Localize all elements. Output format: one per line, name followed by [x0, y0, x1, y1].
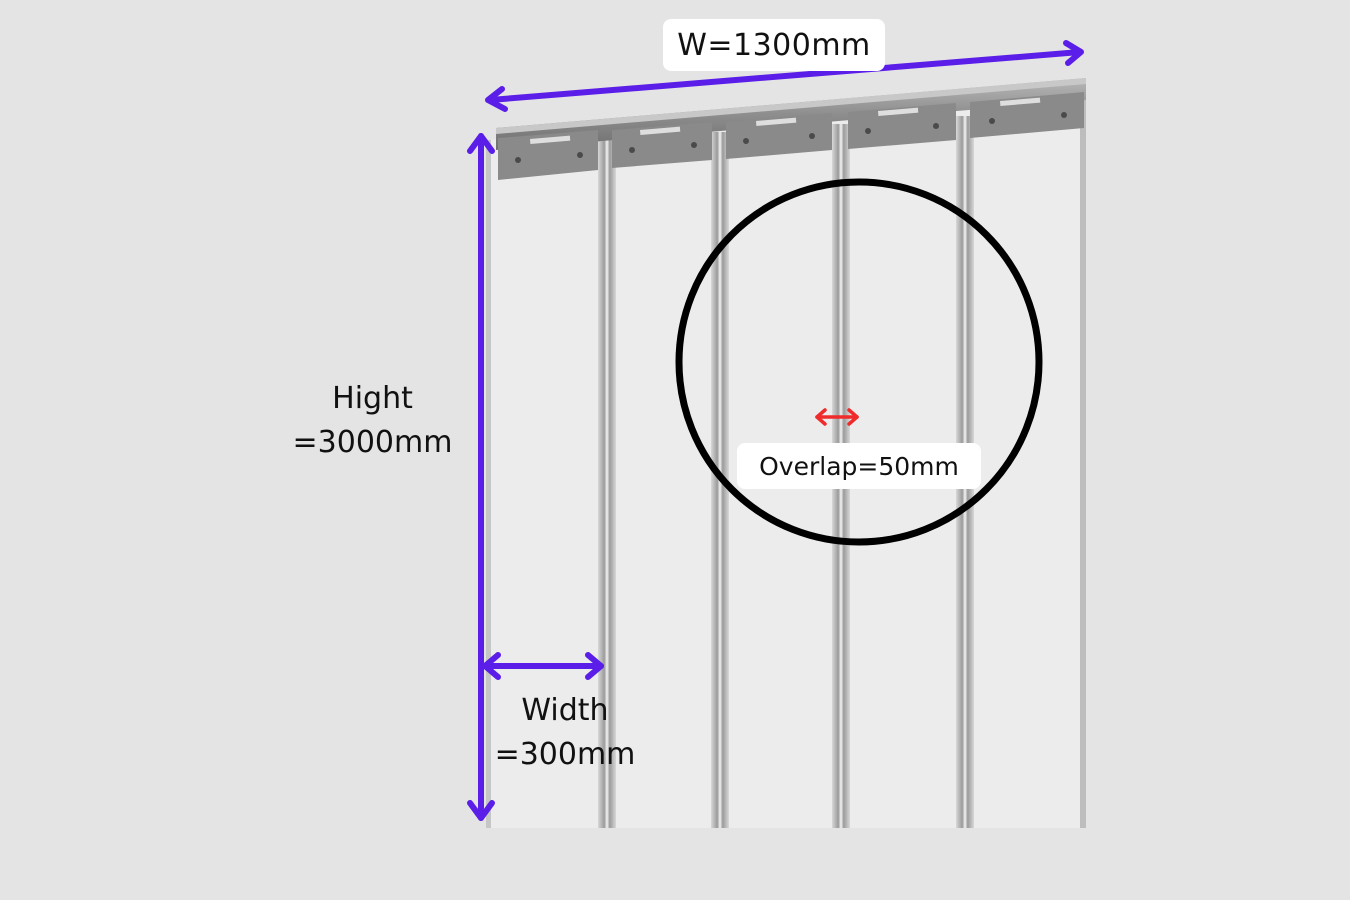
rail-bolt	[865, 128, 871, 134]
arrowhead-up	[467, 133, 495, 154]
arrowhead-down	[467, 800, 495, 821]
rail-slot	[756, 117, 797, 126]
hanger-plate	[612, 122, 712, 168]
rail-bolt	[989, 118, 995, 124]
height-label-line-2: =3000mm	[292, 425, 453, 460]
total-width-text: W=1300mm	[677, 27, 871, 63]
arrowhead-right	[1063, 40, 1084, 66]
hanger-plate	[498, 130, 598, 180]
arrowhead-left	[485, 86, 508, 112]
hanger-plate	[970, 92, 1084, 138]
hanger-rail	[496, 78, 1086, 180]
rail-bolt	[743, 138, 749, 144]
overlap-highlight-circle	[675, 178, 1043, 546]
rail-slot	[878, 107, 919, 116]
hanger-plate	[848, 103, 956, 149]
rail-bolt	[629, 147, 635, 153]
rail-top-edge	[496, 78, 1086, 134]
rail-slot	[640, 126, 681, 135]
strip-edge	[486, 140, 491, 828]
arrowhead-right	[585, 652, 604, 680]
strip-width-label-line-2: =300mm	[494, 737, 636, 772]
hanger-plate	[726, 113, 832, 159]
strip-width-label: Width =300mm	[470, 689, 660, 777]
rail-bolt	[515, 157, 521, 163]
rail-bolt	[1061, 112, 1067, 118]
total-width-arrow	[485, 40, 1084, 112]
height-label: Hight =3000mm	[270, 377, 475, 465]
rail-bolt	[577, 152, 583, 158]
strip-edge	[1080, 100, 1086, 828]
total-width-label: W=1300mm	[663, 19, 885, 71]
strip-seam	[598, 140, 616, 828]
rail-bolt	[933, 123, 939, 129]
rail-bolt	[691, 142, 697, 148]
arrowhead-right	[847, 408, 859, 426]
arrowhead-left	[815, 408, 827, 426]
strip-width-label-line-1: Width	[521, 693, 609, 728]
rail-slot	[530, 135, 571, 144]
overlap-label: Overlap=50mm	[737, 443, 981, 489]
overlap-arrow	[815, 408, 859, 426]
strip-width-arrow	[482, 652, 604, 680]
height-label-line-1: Hight	[332, 381, 413, 416]
overlap-text: Overlap=50mm	[759, 451, 959, 481]
rail-slot	[1000, 97, 1041, 106]
rail-bolt	[809, 133, 815, 139]
height-arrow	[467, 133, 495, 821]
arrowhead-left	[482, 652, 501, 680]
